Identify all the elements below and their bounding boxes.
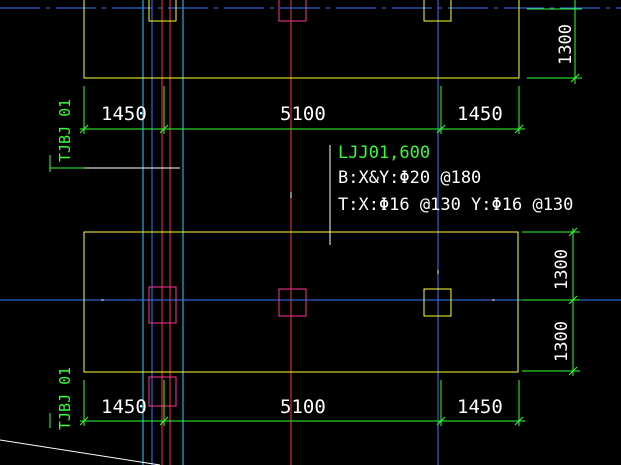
center-marks — [101, 192, 495, 301]
top-pile-cap-right — [423, 0, 452, 22]
bottom-vertical-dim-bottom: 1300 — [552, 321, 572, 362]
top-dim-left: 1450 — [101, 103, 147, 125]
lower-pile-cap — [148, 376, 177, 407]
bottom-vertical-dim-top: 1300 — [552, 249, 572, 290]
bottom-dim-left: 1450 — [101, 396, 147, 418]
bottom-dim-right: 1450 — [457, 396, 503, 418]
top-vertical-dimension — [527, 0, 582, 84]
top-section-marker — [49, 155, 84, 172]
top-vertical-dim-text: 1300 — [556, 24, 576, 65]
top-footing-outline — [83, 0, 520, 79]
bottom-section-label: TJBJ 01 — [56, 367, 74, 430]
top-dim-right: 1450 — [457, 103, 503, 125]
annotation-line1: B:X&Y:Φ20 @180 — [338, 168, 481, 188]
top-horizontal-dimension — [79, 86, 525, 134]
annotation-line2: T:X:Φ16 @130 Y:Φ16 @130 — [338, 195, 573, 215]
top-pile-cap-mid — [278, 0, 307, 22]
bottom-horizontal-dimension — [79, 380, 525, 426]
diagonal-line — [0, 439, 161, 465]
bottom-pile-cap-left — [148, 286, 177, 324]
annotation-title: LJJ01,600 — [338, 143, 430, 163]
bottom-pile-cap-right — [423, 288, 452, 317]
top-section-label: TJBJ 01 — [56, 99, 74, 162]
top-dim-mid: 5100 — [280, 103, 326, 125]
bottom-dim-mid: 5100 — [280, 396, 326, 418]
bottom-vertical-dimension — [522, 227, 580, 376]
bottom-footing-outline — [83, 231, 519, 373]
bottom-pile-cap-mid — [278, 288, 307, 317]
top-pile-cap-left — [148, 0, 177, 22]
